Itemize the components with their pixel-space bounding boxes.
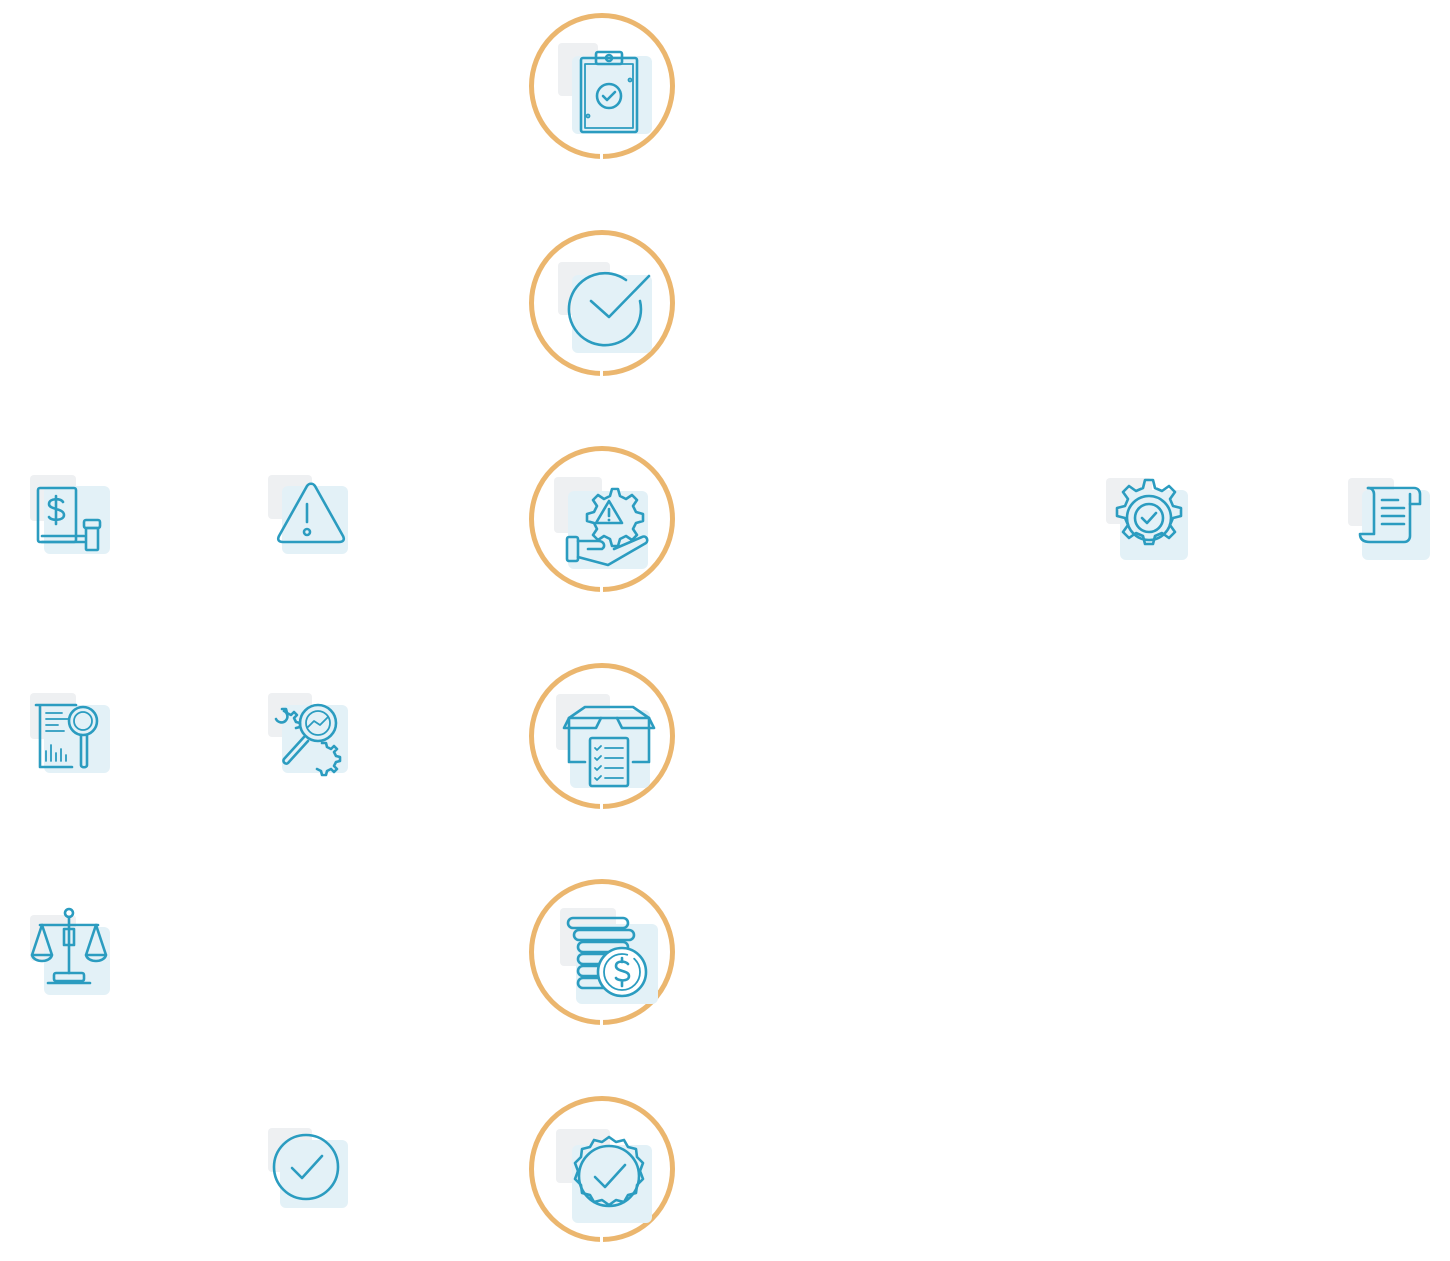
step-5-node: [529, 879, 675, 1026]
scales-of-justice-icon: [28, 905, 118, 995]
circle-check-icon: [558, 262, 652, 353]
gear-check-icon: [1104, 476, 1194, 566]
check-circle-icon: [266, 1126, 356, 1216]
risk-management-hand-gear-warning-icon: [554, 477, 649, 569]
step-2-node: [529, 230, 675, 377]
warning-triangle-icon: [266, 472, 356, 562]
badge-check-icon: [556, 1129, 652, 1223]
step-4-node: [529, 663, 675, 810]
document-dollar-gavel-icon: [28, 472, 118, 562]
step-3-node: [529, 446, 675, 593]
coins-dollar-icon: [560, 908, 658, 1004]
step-1-node: [529, 13, 675, 160]
report-magnifier-icon: [28, 691, 118, 781]
scroll-document-icon: [1346, 476, 1436, 566]
step-6-node: [529, 1096, 675, 1243]
gear-magnifier-chart-icon: [266, 691, 356, 781]
box-checklist-icon: [556, 694, 656, 788]
clipboard-check-icon: [558, 43, 652, 134]
